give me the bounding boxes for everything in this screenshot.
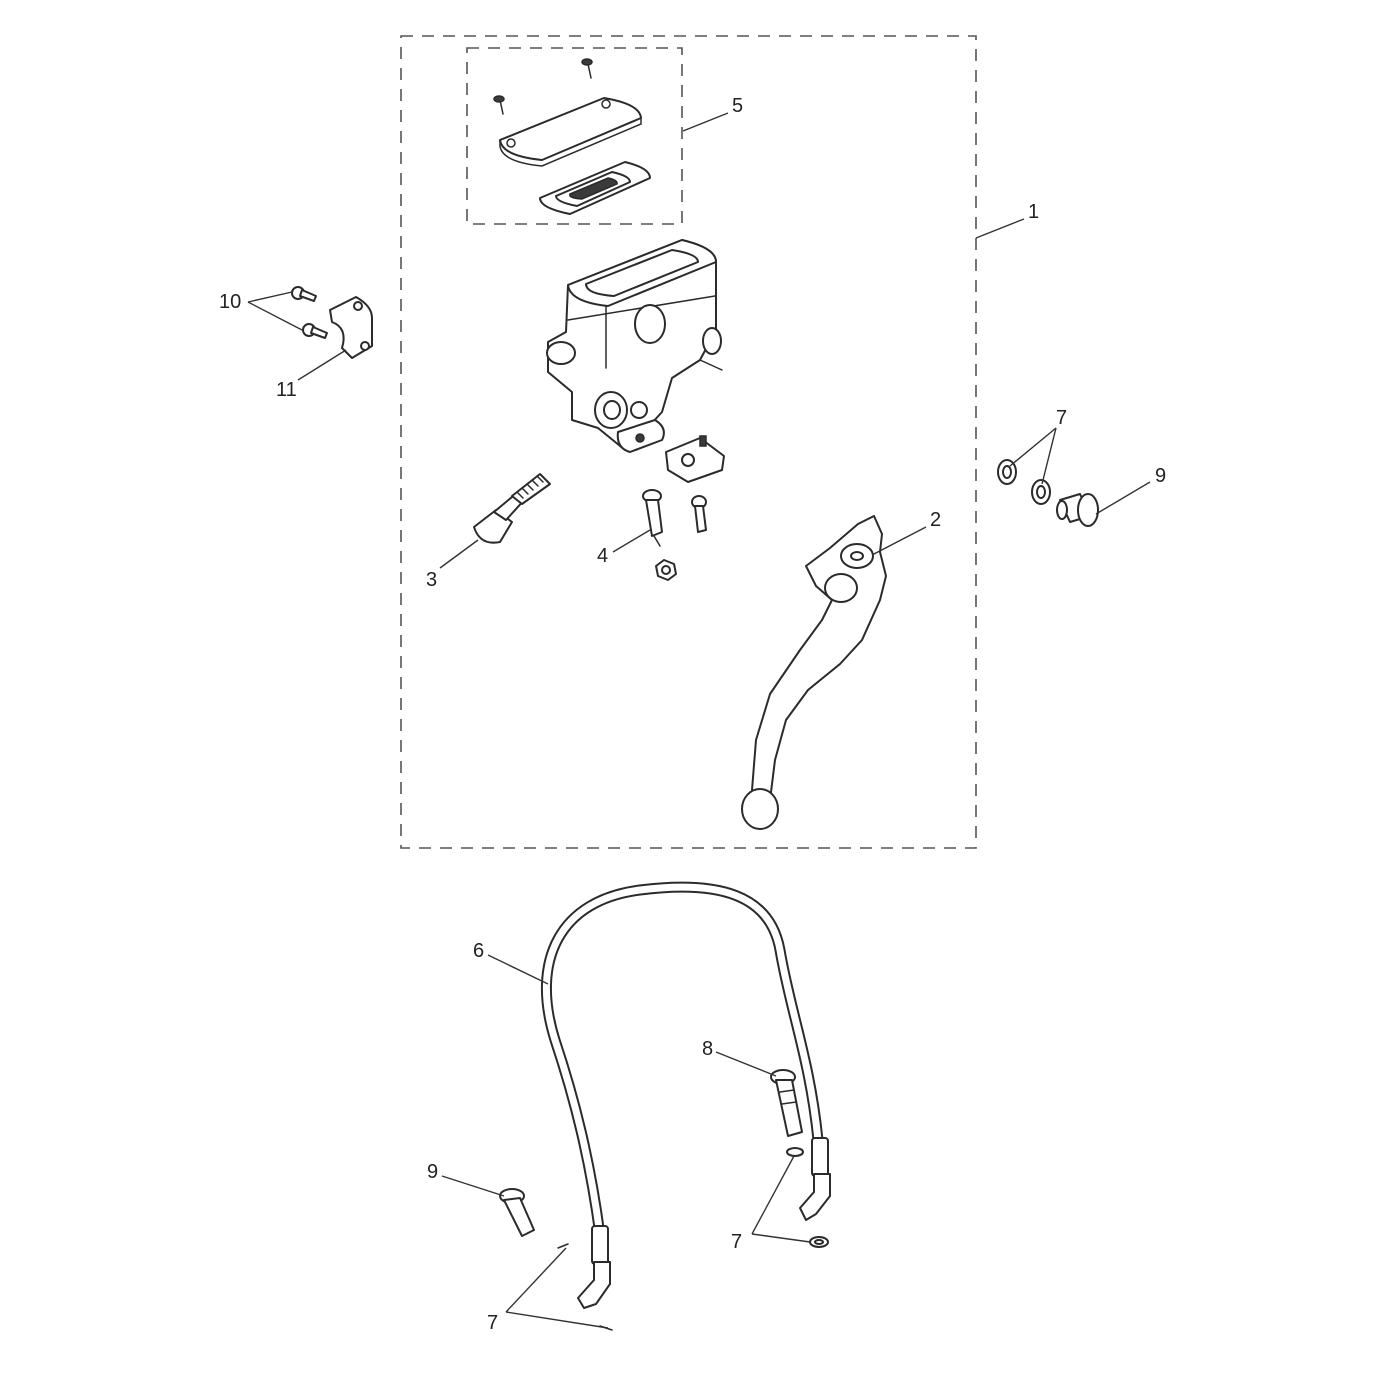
callout-9-left: 9 — [427, 1161, 438, 1183]
callout-1: 1 — [1028, 201, 1039, 223]
leader-10-a — [247, 291, 293, 303]
leader-5 — [682, 112, 729, 132]
leader-4 — [612, 529, 651, 553]
brake-hose — [540, 881, 831, 1309]
leader-3 — [439, 539, 479, 569]
callout-7-bottom: 7 — [487, 1312, 498, 1334]
callout-9-right: 9 — [1155, 465, 1166, 487]
brake-lever — [741, 515, 887, 830]
pivot-nut — [655, 559, 677, 581]
banjo-bolt-upper — [1056, 493, 1099, 527]
sealing-washer-lower-4 — [809, 1236, 829, 1248]
pivot-screw — [642, 489, 663, 547]
callout-7-mid: 7 — [731, 1231, 742, 1253]
clamp-screw-lower — [302, 323, 328, 339]
leader-9-right — [1095, 481, 1151, 515]
leader-10-b — [247, 301, 303, 331]
handlebar-clamp — [329, 296, 373, 359]
switch-screw — [691, 495, 707, 533]
reservoir-cap-screw-1 — [493, 95, 505, 115]
leader-11 — [297, 349, 347, 381]
master-cylinder-body — [546, 239, 723, 453]
banjo-bolt-lower — [499, 1188, 535, 1237]
sealing-washer-upper-2 — [1031, 479, 1051, 505]
reservoir-cap — [499, 97, 642, 167]
leader-7-top-a — [1009, 427, 1057, 467]
brake-light-switch — [665, 435, 725, 483]
leader-7-bottom-b — [505, 1311, 609, 1329]
reservoir-cap-screw-2 — [581, 58, 593, 79]
leader-6 — [487, 954, 549, 985]
leader-1 — [975, 218, 1025, 239]
leader-9-left — [441, 1175, 505, 1197]
callout-10: 10 — [219, 291, 241, 313]
callout-11: 11 — [276, 379, 297, 401]
lever-pivot-bolt — [473, 473, 551, 544]
callout-8: 8 — [702, 1038, 713, 1060]
leader-7-mid-a — [751, 1155, 795, 1235]
leader-7-bottom-a — [505, 1247, 567, 1313]
leader-7-top-b — [1041, 427, 1057, 485]
callout-2: 2 — [930, 509, 941, 531]
sealing-washer-lower-1 — [557, 1243, 569, 1249]
sealing-washer-lower-3 — [786, 1147, 804, 1157]
callout-5: 5 — [732, 95, 743, 117]
leader-8 — [715, 1051, 777, 1077]
leader-2 — [871, 526, 927, 556]
callout-6: 6 — [473, 940, 484, 962]
clamp-screw-upper — [291, 286, 317, 302]
callout-3: 3 — [426, 569, 437, 591]
hose-adapter — [770, 1069, 803, 1137]
sealing-washer-upper-1 — [997, 459, 1017, 485]
reservoir-diaphragm — [539, 161, 651, 215]
callout-7-top: 7 — [1056, 407, 1067, 429]
leader-7-mid-b — [751, 1233, 811, 1243]
callout-4: 4 — [597, 545, 608, 567]
reservoir-cap-group-box-5 — [466, 47, 683, 225]
